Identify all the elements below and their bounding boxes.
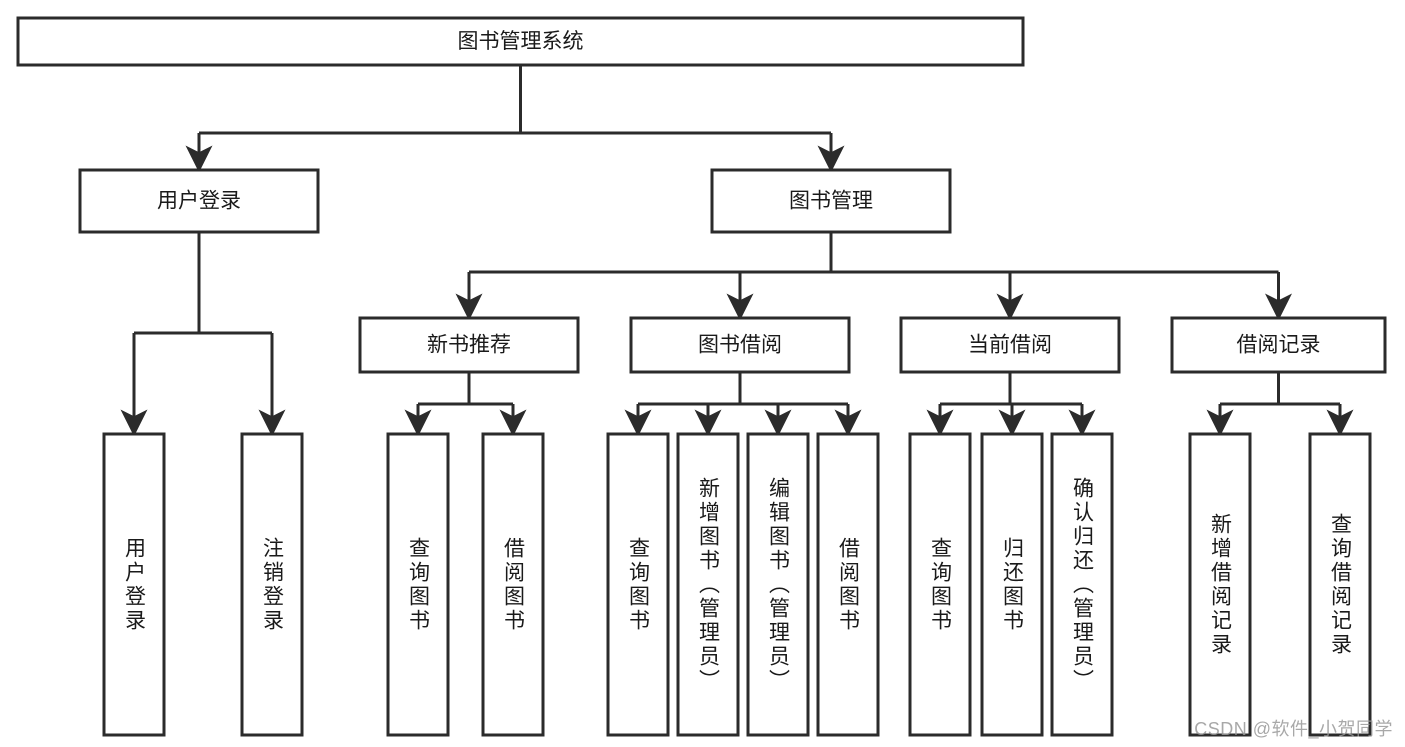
leaf-box-3[interactable] [481,432,545,737]
leaf-box-8[interactable] [908,432,972,737]
node-e59bbee4b9a6e7aea1e79086-l1-label: 图书管理 [789,190,873,213]
node-root-label: 图书管理系统 [458,30,584,53]
connectors-layer [120,65,1354,437]
node-e59bbee4b9a6e7aea1e79086-l1[interactable] [710,168,952,234]
node-e794a8e688b7e799bbe5bd95-l1[interactable] [78,168,320,234]
leaf-box-4[interactable] [606,432,670,737]
leaf-box-2[interactable] [386,432,450,737]
leaf-box-11[interactable] [1188,432,1252,737]
node-e59bbee4b9a6e5809fe99885-l2[interactable] [629,316,851,374]
node-e696b0e4b9a6e68ea8e88d90-l2[interactable] [358,316,580,374]
node-e5bd93e5898de5809fe99885-l2[interactable] [899,316,1121,374]
leaf-box-9[interactable] [980,432,1044,737]
boxes-layer [16,16,1387,737]
node-e794a8e688b7e799bbe5bd95-l1-label: 用户登录 [157,190,241,213]
node-e5809fe99885e8aeb0e5bd95-l2-label: 借阅记录 [1237,334,1321,357]
node-e5809fe99885e8aeb0e5bd95-l2[interactable] [1170,316,1387,374]
leaf-box-1[interactable] [240,432,304,737]
watermark-text: CSDN @软件_小贺同学 [1194,719,1393,739]
leaf-box-7[interactable] [816,432,880,737]
leaf-box-5[interactable] [676,432,740,737]
leaf-box-10[interactable] [1050,432,1114,737]
leaf-box-12[interactable] [1308,432,1372,737]
node-e59bbee4b9a6e5809fe99885-l2-label: 图书借阅 [698,334,782,357]
leaf-box-0[interactable] [102,432,166,737]
node-root[interactable] [16,16,1025,67]
node-e5bd93e5898de5809fe99885-l2-label: 当前借阅 [968,334,1052,357]
node-e696b0e4b9a6e68ea8e88d90-l2-label: 新书推荐 [427,334,511,357]
leaf-box-6[interactable] [746,432,810,737]
